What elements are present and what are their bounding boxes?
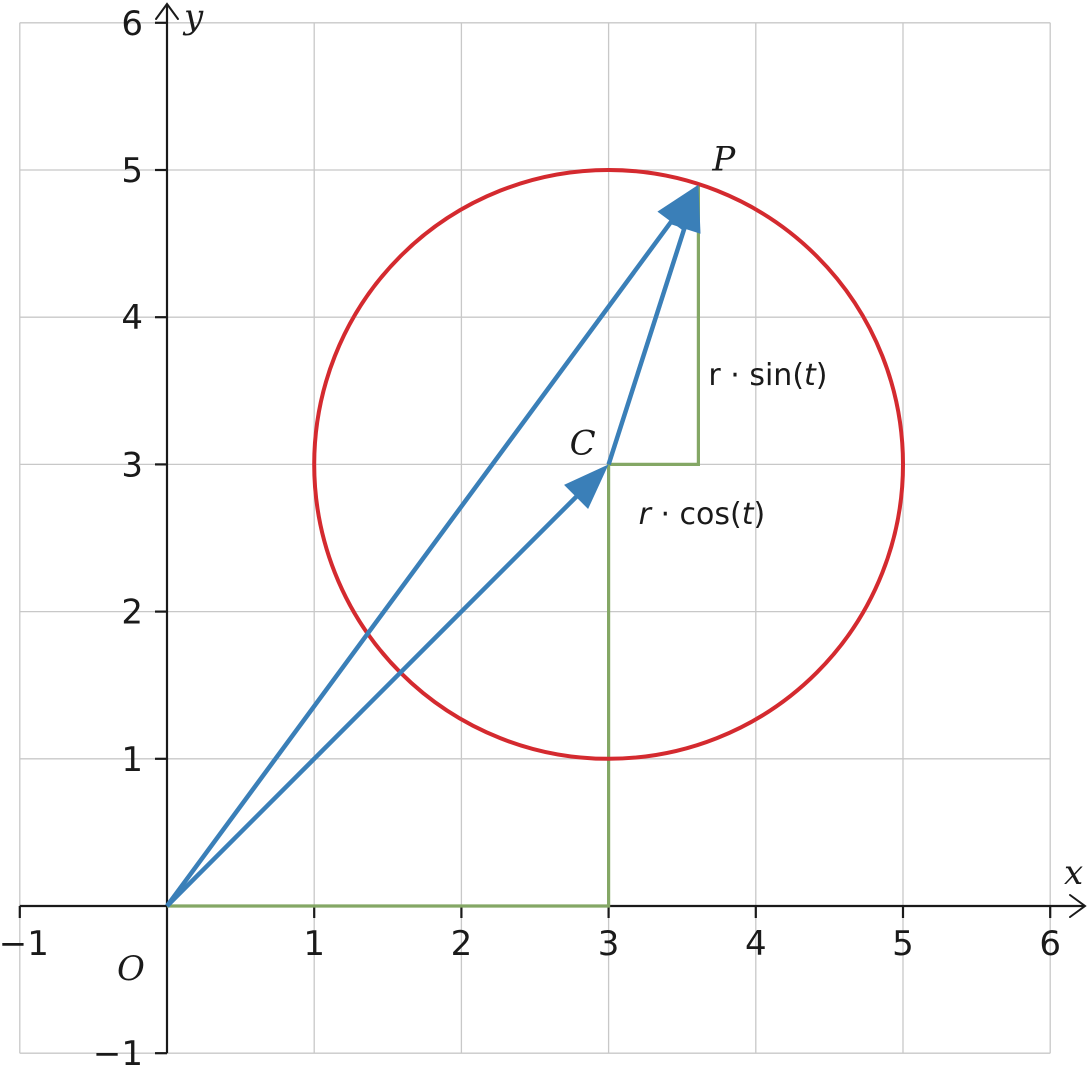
- cos-label-var: t: [742, 497, 755, 532]
- cos-label-mid: · cos(: [651, 497, 742, 532]
- y-tick-label: 1: [121, 740, 143, 780]
- vectors: [165, 184, 701, 908]
- center-point-label: C: [570, 423, 596, 463]
- vector-shaft: [165, 492, 581, 908]
- x-tick-label: 1: [303, 924, 325, 964]
- vector-arrowhead: [668, 184, 701, 234]
- sin-label-prefix: r: [708, 358, 721, 393]
- y-tick-label: 6: [121, 4, 143, 44]
- y-tick-label: −1: [93, 1034, 143, 1074]
- x-tick-label: 2: [451, 924, 473, 964]
- x-tick-label: 3: [598, 924, 620, 964]
- x-tick-label: 5: [892, 924, 914, 964]
- ticks: −1 1 2 3 4 5 6 −1 1 2 3 4 5 6: [0, 4, 1061, 1074]
- y-tick-label: 2: [121, 593, 143, 633]
- sin-label-var: t: [804, 358, 817, 393]
- vector-shaft: [606, 224, 688, 466]
- origin-label: O: [117, 949, 145, 989]
- y-axis-arrowhead: [155, 2, 179, 20]
- sin-component-label: r · sin(t): [708, 358, 827, 393]
- x-tick-label: −1: [0, 924, 49, 964]
- y-tick-label: 3: [121, 445, 143, 485]
- y-tick-label: 4: [121, 298, 143, 338]
- y-tick-label: 5: [121, 151, 143, 191]
- point-p-label: P: [711, 140, 736, 180]
- sin-label-suffix: ): [816, 358, 828, 393]
- circle: [312, 168, 905, 761]
- x-axis-arrowhead: [1069, 894, 1087, 918]
- vector-shaft: [165, 217, 676, 908]
- y-axis-label: y: [182, 0, 204, 37]
- x-tick-label: 4: [745, 924, 767, 964]
- x-tick-label: 6: [1039, 924, 1061, 964]
- cos-label-suffix: ): [754, 497, 766, 532]
- vector-arrowhead: [564, 464, 609, 509]
- cos-label-prefix: r: [639, 497, 653, 532]
- cos-component-label: r · cos(t): [639, 497, 766, 532]
- labels: x y O C P r · sin(t) r · cos(t): [117, 0, 1083, 989]
- x-axis-label: x: [1064, 853, 1083, 893]
- sin-label-mid: · sin(: [721, 358, 804, 393]
